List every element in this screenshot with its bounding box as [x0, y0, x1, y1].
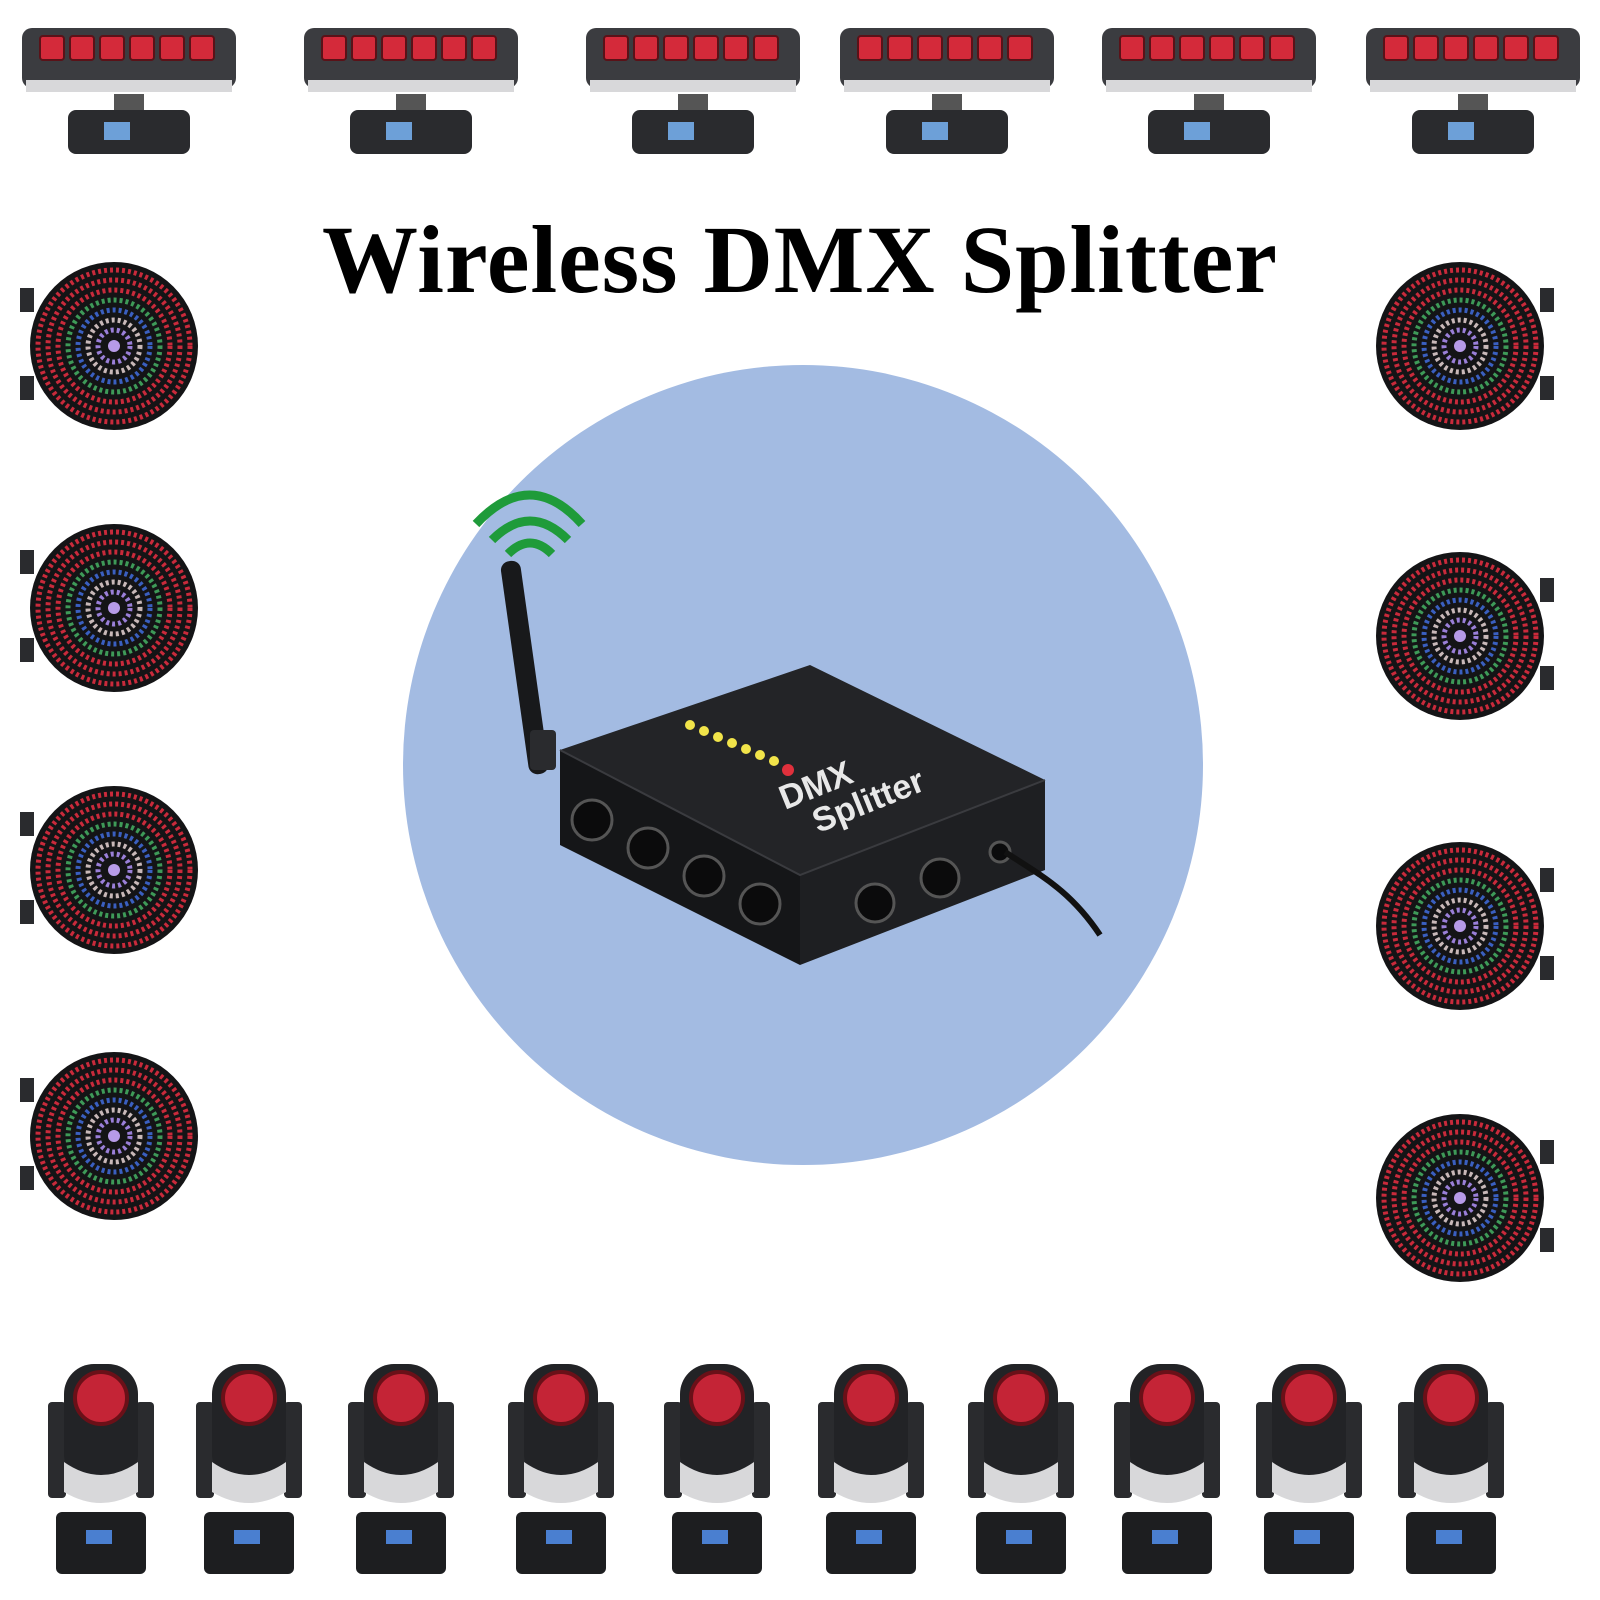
page-title: Wireless DMX Splitter: [322, 206, 1278, 313]
round-led-panel: [14, 782, 214, 957]
round-led-panel: [14, 520, 214, 695]
signal-led-row: [685, 720, 794, 776]
round-led-panel: [1360, 1110, 1560, 1285]
led-bar-moving-head: [1098, 22, 1320, 162]
antenna-icon: [500, 560, 556, 775]
round-led-panel: [14, 258, 214, 433]
beam-moving-head: [1250, 1362, 1368, 1588]
xlr-ports-front: [570, 798, 782, 926]
led-bar-moving-head: [582, 22, 804, 162]
led-bar-moving-head: [1362, 22, 1584, 162]
dmx-splitter-device: DMX Splitter: [470, 480, 1130, 1000]
beam-moving-head: [812, 1362, 930, 1588]
led-bar-moving-head: [300, 22, 522, 162]
led-bar-moving-head: [836, 22, 1058, 162]
round-led-panel: [1360, 548, 1560, 723]
xlr-ports-side: [854, 840, 1012, 924]
beam-moving-head: [962, 1362, 1080, 1588]
beam-moving-head: [658, 1362, 776, 1588]
beam-moving-head: [342, 1362, 460, 1588]
beam-moving-head: [42, 1362, 160, 1588]
round-led-panel: [14, 1048, 214, 1223]
led-bar-moving-head: [18, 22, 240, 162]
round-led-panel: [1360, 258, 1560, 433]
round-led-panel: [1360, 838, 1560, 1013]
beam-moving-head: [1392, 1362, 1510, 1588]
wireless-signal-icon: [472, 490, 586, 558]
beam-moving-head: [502, 1362, 620, 1588]
beam-moving-head: [1108, 1362, 1226, 1588]
beam-moving-head: [190, 1362, 308, 1588]
